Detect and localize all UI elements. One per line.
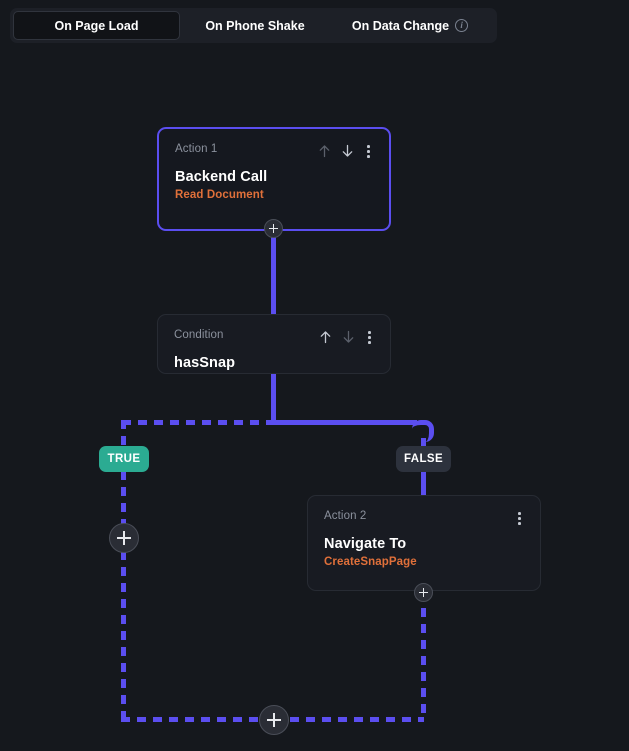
connector-false-to-action2 [421,471,426,495]
connector-action1-to-condition [271,228,276,314]
tab-on-data-change[interactable]: On Data Change i [330,11,490,40]
add-step-after-action1-button[interactable] [264,219,283,238]
add-step-after-action2-button[interactable] [414,583,433,602]
node-subtitle: CreateSnapPage [324,555,417,568]
add-step-merge-button[interactable] [259,705,289,735]
branch-label: TRUE [107,453,141,465]
card-header: Action 2 [324,510,524,527]
info-icon[interactable]: i [455,19,469,32]
connector-corner-false [412,420,434,442]
branch-badge-false[interactable]: FALSE [396,446,451,472]
node-card-action1[interactable]: Action 1 Backend Call Read Document [157,127,391,231]
tab-on-page-load[interactable]: On Page Load [13,11,180,40]
node-subtitle: Read Document [175,188,264,201]
node-title: Navigate To [324,535,407,552]
tab-label: On Page Load [54,18,139,33]
card-tools [318,143,373,160]
node-kind-label: Action 2 [324,510,367,522]
connector-merge-right [274,717,424,722]
node-title: Backend Call [175,168,268,185]
arrow-up-icon[interactable] [319,330,332,344]
node-kind-label: Action 1 [175,143,218,155]
node-kind-label: Condition [174,329,224,341]
tab-on-phone-shake[interactable]: On Phone Shake [180,11,330,40]
connector-merge-left [121,717,271,722]
connector-true-branch-line [121,471,126,719]
connector-false-branch-line [421,592,426,719]
connector-condition-to-split [271,373,276,425]
tab-label: On Data Change [351,18,450,33]
card-header: Action 1 [175,143,373,160]
arrow-up-icon[interactable] [318,144,331,158]
branch-badge-true[interactable]: TRUE [99,446,149,472]
node-title: hasSnap [174,354,236,371]
tab-label: On Phone Shake [205,18,305,33]
kebab-menu-icon[interactable] [515,510,524,527]
node-card-condition[interactable]: Condition hasSnap [157,314,391,374]
card-header: Condition [174,329,374,346]
branch-label: FALSE [403,453,444,465]
connector-split-right [271,420,417,425]
kebab-menu-icon[interactable] [364,143,373,160]
node-card-action2[interactable]: Action 2 Navigate To CreateSnapPage [307,495,541,591]
card-tools [319,329,374,346]
trigger-tabbar: On Page Load On Phone Shake On Data Chan… [10,8,497,43]
connector-true-drop [121,420,126,448]
arrow-down-icon[interactable] [341,144,354,158]
card-tools [515,510,524,527]
arrow-down-icon[interactable] [342,330,355,344]
kebab-menu-icon[interactable] [365,329,374,346]
connector-split-left [122,420,274,425]
add-step-true-branch-button[interactable] [109,523,139,553]
